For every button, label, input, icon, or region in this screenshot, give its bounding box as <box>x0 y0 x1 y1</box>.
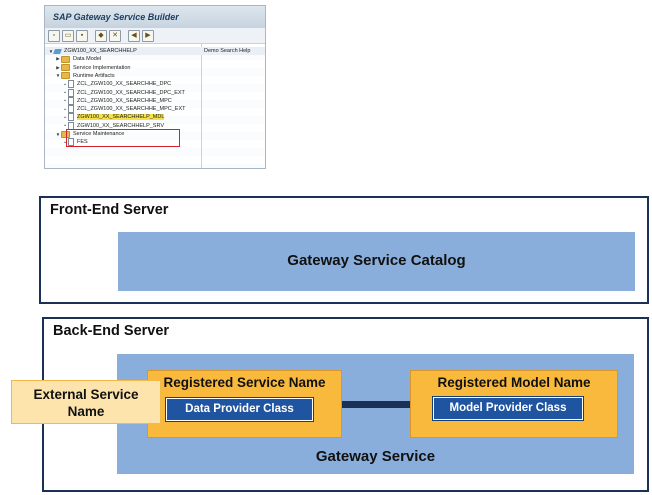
tree-row-label: ZGW100_XX_SEARCHHELP_MDL <box>77 114 165 121</box>
bullet-icon: • <box>64 98 66 104</box>
tree-row[interactable]: ▼ ZGW100_XX_SEARCHHELP Demo Search Help <box>45 47 265 55</box>
expand-icon[interactable]: ▼ <box>55 73 61 79</box>
window-title: SAP Gateway Service Builder <box>45 6 265 28</box>
external-service-line1: External Service <box>33 387 139 402</box>
bullet-icon: • <box>64 114 66 120</box>
service-model-connector <box>342 401 410 408</box>
tree-row-label: Runtime Artifacts <box>73 72 115 79</box>
document-icon <box>68 80 74 89</box>
tree-row-label: Service Implementation <box>73 64 131 71</box>
tree-row-label: ZGW100_XX_SEARCHHELP <box>64 48 137 54</box>
tree-row[interactable]: • ZCL_ZGW100_XX_SEARCHHE_DPC_EXT <box>45 88 265 97</box>
bullet-icon: • <box>64 123 66 129</box>
folder-icon <box>61 64 70 72</box>
new-icon[interactable]: ▫ <box>48 29 60 42</box>
generate-icon[interactable]: ◆ <box>95 29 107 42</box>
folder-icon <box>61 55 70 63</box>
tree-row-label: ZGW100_XX_SEARCHHELP_SRV <box>77 122 165 129</box>
service-tree: ▼ ZGW100_XX_SEARCHHELP Demo Search Help ▶ Da… <box>45 44 265 168</box>
sap-gateway-service-builder-window: SAP Gateway Service Builder ▫ ▭ ▪ ◆ ✕ ◀ … <box>44 5 266 169</box>
highlight-red-box <box>66 129 180 147</box>
document-icon <box>68 96 74 105</box>
document-icon <box>68 105 74 114</box>
gateway-service-label: Gateway Service <box>315 448 436 465</box>
front-end-server-label: Front-End Server <box>50 202 169 218</box>
external-service-line2: Name <box>67 404 105 419</box>
back-end-server-label: Back-End Server <box>53 323 170 339</box>
tree-row[interactable]: ▼ Service Maintenance <box>45 130 265 138</box>
toolbar: ▫ ▭ ▪ ◆ ✕ ◀ ▶ <box>45 28 265 44</box>
registered-model-title: Registered Model Name <box>437 375 591 390</box>
front-end-server: Front-End Server Gateway Service Catalog <box>39 196 649 304</box>
tree-row[interactable]: • ZGW100_XX_SEARCHHELP_MDL <box>45 113 265 122</box>
column-separator <box>201 44 202 168</box>
bullet-icon: • <box>64 81 66 87</box>
tree-row[interactable]: • ZCL_ZGW100_XX_SEARCHHE_MPC <box>45 96 265 105</box>
tree-row-label: Service Maintenance <box>73 131 125 137</box>
tree-row[interactable]: ▼ Runtime Artifacts <box>45 72 265 80</box>
document-icon <box>68 113 74 122</box>
model-provider-class-box: Model Provider Class <box>433 397 583 420</box>
collapse-icon[interactable]: ▶ <box>56 56 60 62</box>
tree-row-label: ZCL_ZGW100_XX_SEARCHHE_DPC <box>77 81 172 88</box>
tree-row[interactable]: ▶ Service Implementation <box>45 64 265 72</box>
folder-icon <box>61 130 70 138</box>
bullet-icon: • <box>64 139 66 145</box>
tree-row-label: Data Model <box>73 56 102 63</box>
delete-icon[interactable]: ✕ <box>109 29 121 42</box>
document-icon <box>68 88 74 97</box>
collapse-icon[interactable]: ▶ <box>56 64 60 70</box>
external-service-name-box: External Service Name <box>11 380 161 424</box>
tree-row-description: Demo Search Help <box>204 48 251 54</box>
tree-row-label: ZCL_ZGW100_XX_SEARCHHE_DPC_EXT <box>77 89 185 96</box>
tree-row[interactable]: • FES <box>45 138 265 147</box>
tree-row-label: ZCL_ZGW100_XX_SEARCHHE_MPC <box>77 97 172 104</box>
bullet-icon: • <box>64 90 66 95</box>
expand-icon[interactable]: ▼ <box>55 131 61 137</box>
save-icon[interactable]: ▪ <box>76 29 88 42</box>
gateway-service-catalog: Gateway Service Catalog <box>118 232 635 291</box>
tree-row[interactable]: ▶ Data Model <box>45 55 265 63</box>
gateway-service-catalog-label: Gateway Service Catalog <box>287 252 466 269</box>
folder-icon <box>61 72 70 80</box>
tree-row-label: FES <box>77 139 88 146</box>
document-icon <box>68 138 74 147</box>
bullet-icon: • <box>64 106 66 112</box>
registered-service-title: Registered Service Name <box>163 375 326 390</box>
open-icon[interactable]: ▭ <box>62 29 74 42</box>
data-provider-class-box: Data Provider Class <box>166 398 313 421</box>
forward-icon[interactable]: ▶ <box>142 29 154 42</box>
back-icon[interactable]: ◀ <box>128 29 140 42</box>
expand-icon[interactable]: ▼ <box>48 48 54 54</box>
tree-row-label: ZCL_ZGW100_XX_SEARCHHE_MPC_EXT <box>77 106 186 113</box>
tree-row[interactable]: • ZCL_ZGW100_XX_SEARCHHE_MPC_EXT <box>45 105 265 114</box>
service-icon <box>53 48 62 54</box>
tree-row[interactable]: • ZCL_ZGW100_XX_SEARCHHE_DPC <box>45 80 265 89</box>
